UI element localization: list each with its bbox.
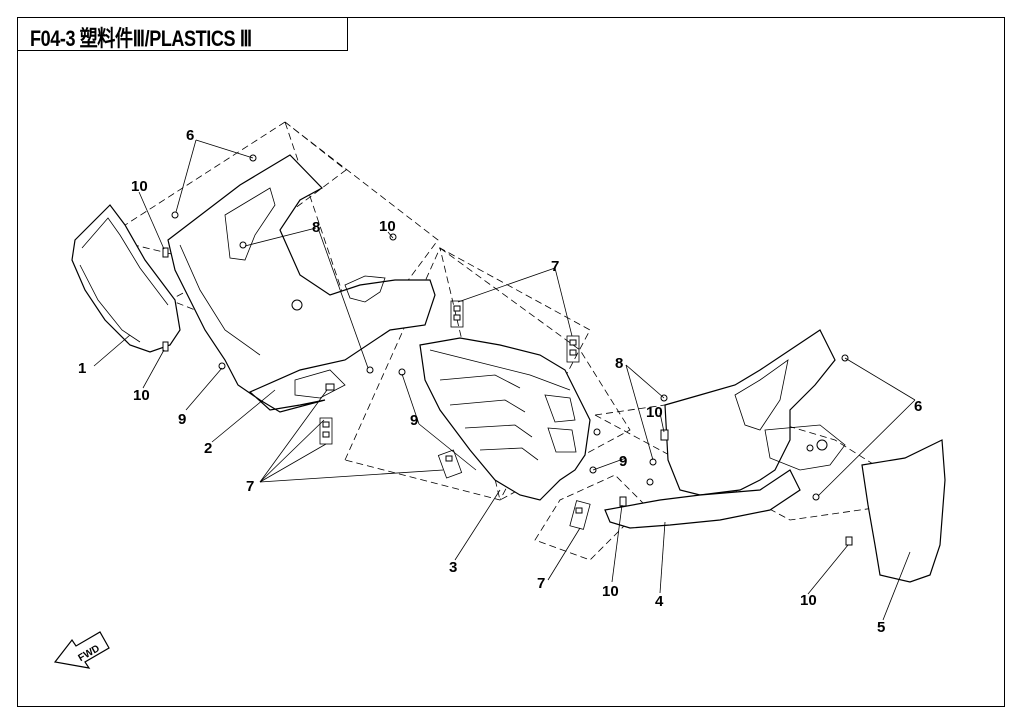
callout-labels: 1 2 3 4 5 6 6 7 7 7 8 8 9 9 9 10 10 10 1…: [78, 127, 922, 636]
callout-5: 5: [877, 619, 885, 636]
callout-7-top: 7: [551, 258, 559, 275]
callout-10-lower-left: 10: [133, 387, 150, 404]
callout-2: 2: [204, 440, 212, 457]
callout-6-left: 6: [186, 127, 194, 144]
part-3-center-lower-cover: [419, 337, 591, 501]
small-fasteners: [162, 154, 853, 546]
fasteners-7: [319, 300, 591, 530]
page-title: F04-3 塑料件Ⅲ/PLASTICS Ⅲ: [30, 26, 252, 51]
callout-6-right: 6: [914, 398, 922, 415]
callout-7-left: 7: [246, 478, 254, 495]
part-4-right-front-cover: [604, 329, 846, 529]
callout-9-right: 9: [619, 453, 627, 470]
callout-8-right: 8: [615, 355, 623, 372]
callout-10-bottom-right: 10: [800, 592, 817, 609]
callout-10-center-top: 10: [379, 218, 396, 235]
callout-9-center: 9: [410, 412, 418, 429]
callout-7-bottom: 7: [537, 575, 545, 592]
callout-9-left: 9: [178, 411, 186, 428]
callout-8-left: 8: [312, 219, 320, 236]
fwd-arrow-icon: FWD: [53, 631, 110, 669]
callout-1: 1: [78, 360, 86, 377]
callout-10-bottom-mid: 10: [602, 583, 619, 600]
part-5-mud-flap: [861, 439, 946, 583]
part-1-left-side-cover: [71, 204, 181, 353]
callout-4: 4: [655, 593, 664, 610]
title-box: [17, 17, 348, 51]
callout-10-right-mid: 10: [646, 404, 663, 421]
part-2-front-side-cover: [167, 154, 436, 413]
callout-3: 3: [449, 559, 457, 576]
callout-10-top-left: 10: [131, 178, 148, 195]
leader-lines: [93, 139, 916, 621]
drawing-frame: [17, 17, 1005, 707]
